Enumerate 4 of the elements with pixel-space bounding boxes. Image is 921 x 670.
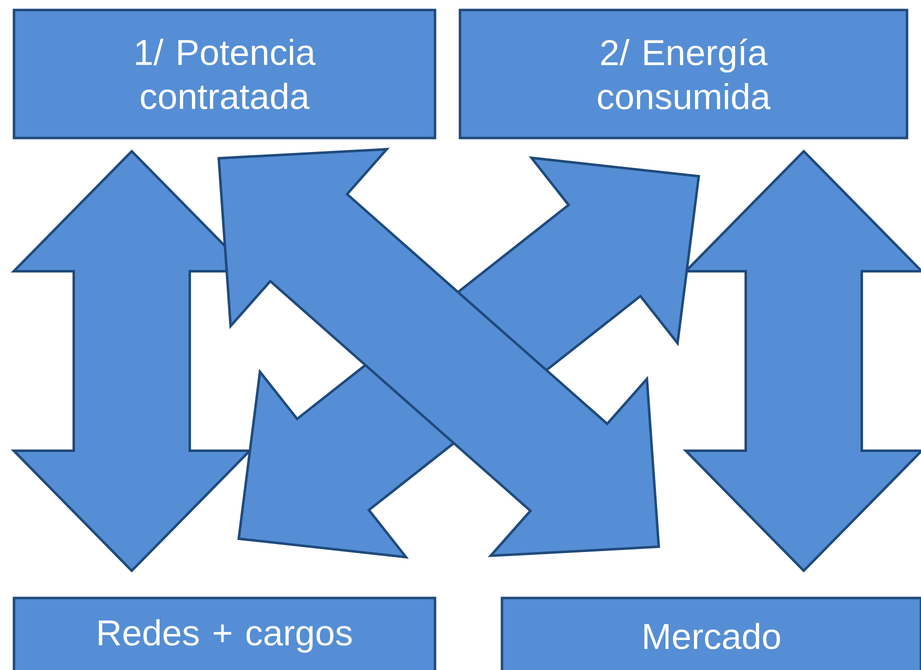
text-box: 2/ Energía consumida	[458, 8, 908, 140]
text-box: Mercado	[500, 596, 921, 670]
text-box: 1/ Potencia contratada	[12, 8, 436, 140]
text-box: Redes + cargos	[12, 596, 436, 670]
